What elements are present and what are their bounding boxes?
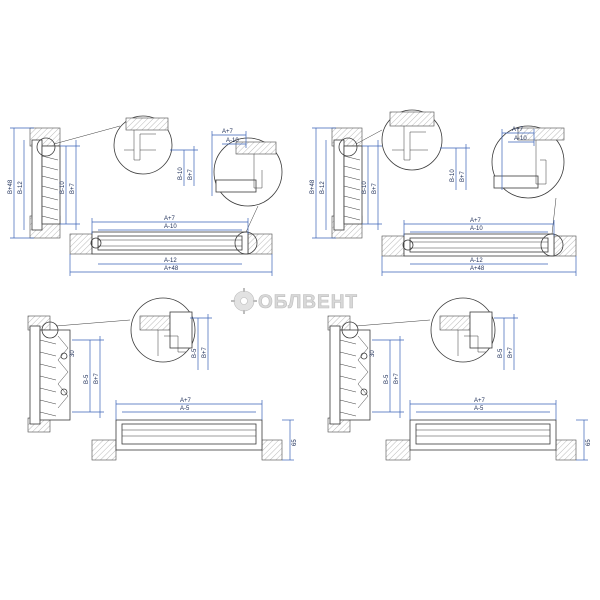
dim-label: B+7	[508, 346, 514, 358]
dim-label: A+7	[164, 216, 176, 222]
dim-label: A+7	[512, 127, 524, 133]
dim-label: B+7	[94, 372, 100, 384]
dim-label: A-12	[164, 258, 177, 264]
dim-label: B-12	[320, 181, 326, 194]
dim-label: A-10	[514, 136, 527, 142]
detail-circle: B-5 B+7	[430, 297, 518, 370]
detail-circle: B-10 B+7	[113, 115, 198, 186]
dim-label: B+7	[394, 372, 400, 384]
dim-label: B-10	[60, 181, 66, 194]
brand-logo: ОБЛВЕНТ	[231, 288, 358, 314]
dim-label: B-5	[192, 348, 198, 358]
dim-label: B+7	[202, 346, 208, 358]
dim-label: 30	[370, 350, 376, 357]
dim-label: B-10	[450, 169, 456, 182]
dim-label: B+7	[188, 168, 194, 180]
plan-view: A+7 A-10 A-12 A+48	[69, 205, 273, 276]
panel-bottom-right: 30 B-5 B+7 B-5 B+7	[327, 297, 592, 461]
dim-label: B-5	[384, 374, 390, 384]
side-section: B+48 B-12 B-10 B+7	[310, 127, 383, 239]
panel-top-left: B+48 B-12 B-10 B+7 B-10 B+7	[8, 115, 283, 276]
plan-view: A+7 A-10 A-12 A+48	[381, 197, 577, 276]
detail-circle: A+7 A-10	[491, 125, 565, 199]
dim-label: 65	[292, 439, 298, 446]
dim-label: A-10	[226, 138, 239, 144]
dim-label: B+48	[310, 179, 316, 194]
panel-top-right: B+48 B-12 B-10 B+7 B-10 B+7 A+7	[310, 109, 577, 276]
logo-text: ОБЛВЕНТ	[258, 292, 358, 313]
dim-label: B+7	[372, 182, 378, 194]
dim-label: A+48	[164, 266, 179, 272]
dim-label: A-12	[470, 258, 483, 264]
dim-label: B-10	[178, 167, 184, 180]
dim-label: A-5	[180, 406, 190, 412]
detail-circle: B-5 B+7	[130, 297, 212, 370]
dim-label: B-5	[84, 374, 90, 384]
plan-view: A+7 A-5 65	[385, 398, 592, 461]
detail-circle: A+7 A-10	[211, 129, 283, 207]
dim-label: A+48	[470, 266, 485, 272]
detail-circle: B-10 B+7	[381, 109, 470, 190]
dim-label: B-10	[362, 181, 368, 194]
side-section: 30 B-5 B+7	[27, 315, 131, 433]
dim-label: A-10	[164, 224, 177, 230]
plan-view: A+7 A-5 65	[91, 398, 298, 461]
dim-label: A+7	[474, 398, 486, 404]
dim-label: A+7	[222, 129, 234, 135]
dim-label: B-12	[18, 181, 24, 194]
side-section: 30 B-5 B+7	[327, 315, 431, 433]
dim-label: A+7	[180, 398, 192, 404]
dim-label: 65	[586, 439, 592, 446]
side-section: B+48 B-12 B-10 B+7	[8, 125, 121, 239]
dim-label: B+7	[70, 182, 76, 194]
dim-label: B-5	[498, 348, 504, 358]
dim-label: A-10	[470, 226, 483, 232]
dim-label: A+7	[470, 218, 482, 224]
dim-label: A-5	[474, 406, 484, 412]
dim-label: B+48	[8, 179, 14, 194]
dim-label: B+7	[460, 170, 466, 182]
dim-label: 30	[70, 350, 76, 357]
panel-bottom-left: 30 B-5 B+7 B-5 B+7	[27, 297, 298, 461]
